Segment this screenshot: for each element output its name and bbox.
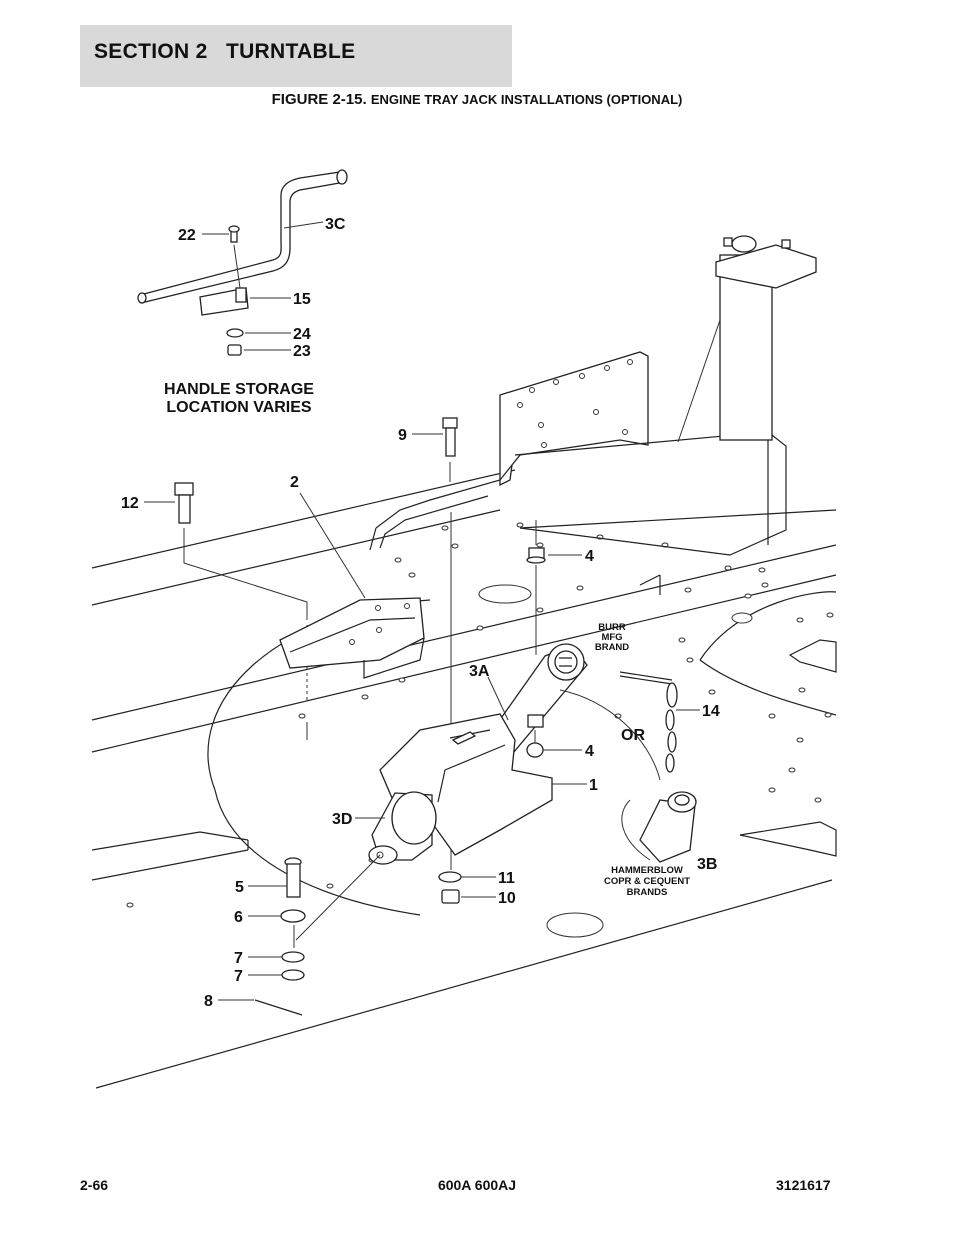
callout-22: 22 xyxy=(178,227,196,244)
callout-1: 1 xyxy=(589,777,598,794)
callout-10: 10 xyxy=(498,890,516,907)
callout-23: 23 xyxy=(293,343,311,360)
callout-or: OR xyxy=(621,727,645,744)
callout-labels: 22 3C 15 24 23 9 12 2 4 3A 14 OR 4 1 3D … xyxy=(121,216,720,1010)
note-hammerblow-line3: BRANDS xyxy=(627,887,668,898)
engine-tray-plate xyxy=(369,235,817,556)
callout-3d: 3D xyxy=(332,811,352,828)
notes: HANDLE STORAGE LOCATION VARIES BURR MFG … xyxy=(164,381,690,898)
note-burr-line2: MFG xyxy=(601,632,622,643)
bolt-12 xyxy=(174,482,308,740)
callout-4-lower: 4 xyxy=(585,743,594,760)
section-banner: SECTION 2 TURNTABLE xyxy=(80,25,512,87)
callout-9: 9 xyxy=(398,427,407,444)
section-title: SECTION 2 TURNTABLE xyxy=(94,40,356,63)
callout-6: 6 xyxy=(234,909,243,926)
callout-7-upper: 7 xyxy=(234,950,243,967)
figure-title: ENGINE TRAY JACK INSTALLATIONS (OPTIONAL… xyxy=(370,92,683,107)
note-handle-storage-line1: HANDLE STORAGE xyxy=(164,381,314,398)
jack-handle xyxy=(137,169,348,356)
callout-15: 15 xyxy=(293,291,311,308)
callout-8: 8 xyxy=(204,993,213,1010)
callout-7-lower: 7 xyxy=(234,968,243,985)
turntable-plate xyxy=(91,469,837,1089)
figure-caption: FIGURE 2-15. ENGINE TRAY JACK INSTALLATI… xyxy=(0,91,954,108)
note-hammerblow-line2: COPR & CEQUENT xyxy=(604,876,690,887)
callout-5: 5 xyxy=(235,879,244,896)
jack-assembly xyxy=(368,520,697,904)
leader-lines xyxy=(144,221,700,1001)
bracket-2 xyxy=(279,597,425,679)
callout-14: 14 xyxy=(702,703,720,720)
note-hammerblow-line1: HAMMERBLOW xyxy=(611,865,683,876)
callout-3b: 3B xyxy=(697,856,717,873)
figure-label: FIGURE 2-15. xyxy=(271,91,367,108)
doc-number: 3121617 xyxy=(776,1177,831,1193)
note-burr-line1: BURR xyxy=(598,622,626,633)
note-handle-storage-line2: LOCATION VARIES xyxy=(166,399,312,416)
callout-3a: 3A xyxy=(469,663,490,680)
callout-12: 12 xyxy=(121,495,139,512)
bolt-holes xyxy=(126,522,834,908)
callout-2: 2 xyxy=(290,474,299,491)
page-number: 2-66 xyxy=(80,1177,109,1193)
note-burr-line3: BRAND xyxy=(595,642,629,653)
callout-24: 24 xyxy=(293,326,311,343)
callout-3c: 3C xyxy=(325,216,346,233)
pin-stack xyxy=(254,854,381,1016)
callout-11: 11 xyxy=(498,870,515,887)
callout-4-upper: 4 xyxy=(585,548,594,565)
model-name: 600A 600AJ xyxy=(437,1177,517,1193)
